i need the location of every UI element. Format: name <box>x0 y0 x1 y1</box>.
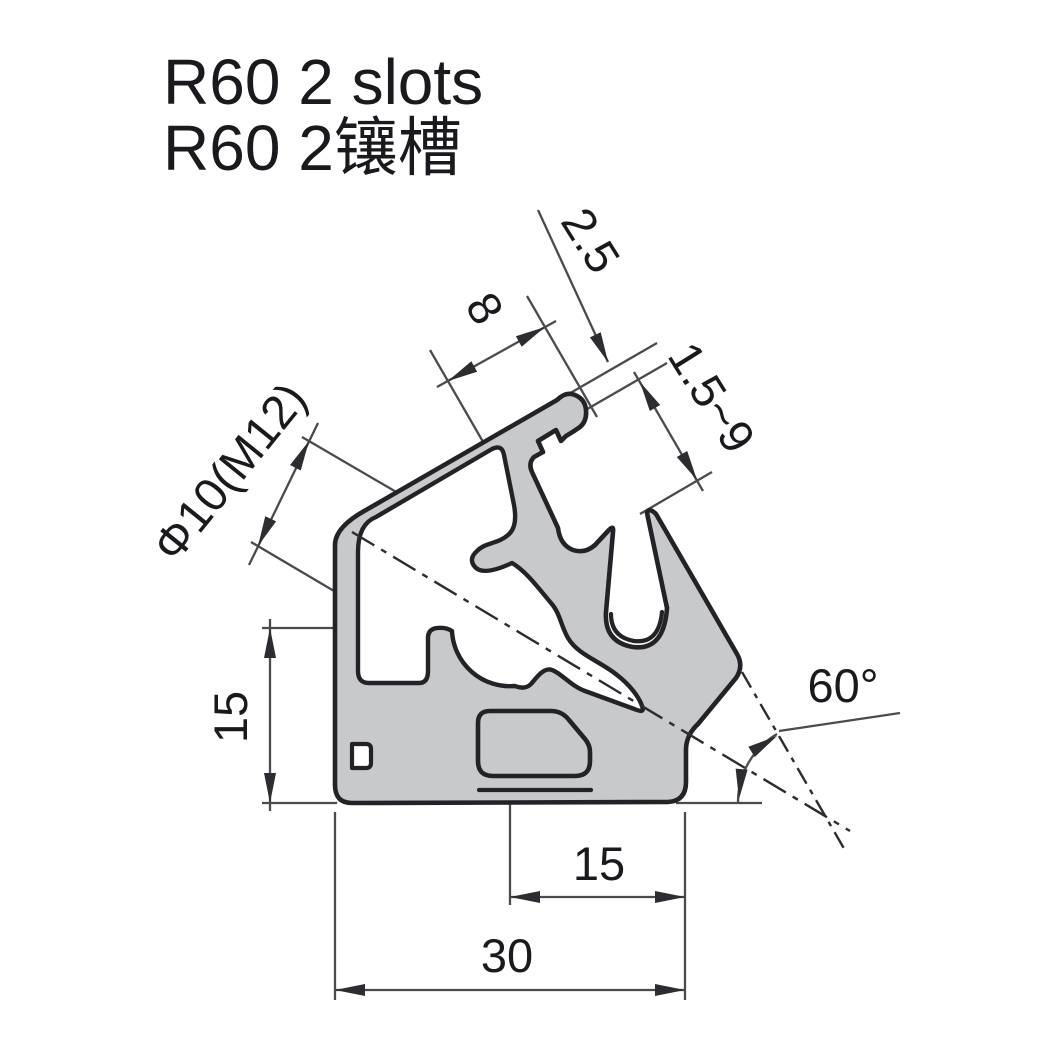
arrow-range-top <box>640 382 661 411</box>
arrow-bottom15-right <box>655 891 685 903</box>
arrow-8-left <box>448 361 478 381</box>
arrow-range-bottom <box>676 451 697 480</box>
arrow-bottom30-right <box>655 984 685 996</box>
arrow-bottom15-left <box>510 891 540 903</box>
dimension-lines <box>247 209 901 1000</box>
screw-axis-centerline <box>351 530 851 833</box>
dim-label-8: 8 <box>456 283 515 333</box>
internal-cavity <box>355 445 645 714</box>
ref-plane-endface <box>639 471 713 515</box>
arrow-left15-top <box>264 628 276 658</box>
dim-label-bottom-15: 15 <box>573 837 625 890</box>
u-channel-inner-line <box>608 609 665 644</box>
angle-leader-60 <box>778 711 901 733</box>
dimension-arrowheads <box>258 327 777 996</box>
arrow-left15-bottom <box>264 773 276 803</box>
left-wall-notch <box>349 741 374 771</box>
dim-label-2-5: 2.5 <box>551 199 631 283</box>
arrow-phi10-top <box>290 441 309 471</box>
arrow-arc-upper <box>748 736 777 757</box>
dashed-centerlines <box>351 530 851 853</box>
dim-label-left-15: 15 <box>204 691 257 743</box>
title-line-1: R60 2 slots <box>163 46 483 118</box>
dim-label-bottom-30: 30 <box>481 929 533 982</box>
arrow-bottom30-left <box>335 984 365 996</box>
dim-label-phi10: Φ10(M12) <box>142 372 317 571</box>
arrow-phi10-bottom <box>258 516 277 546</box>
dim-label-60deg: 60° <box>807 659 878 712</box>
arrow-leader-25 <box>589 332 608 362</box>
incline-extension-line <box>740 671 848 853</box>
arrow-8-right <box>515 327 545 347</box>
internal-slot-details <box>349 609 665 793</box>
bottom-slot-outline <box>475 708 593 779</box>
ext-line-8-right <box>526 295 598 418</box>
arrow-arc-lower <box>735 768 748 799</box>
title-line-2: R60 2镶槽 <box>163 112 462 184</box>
